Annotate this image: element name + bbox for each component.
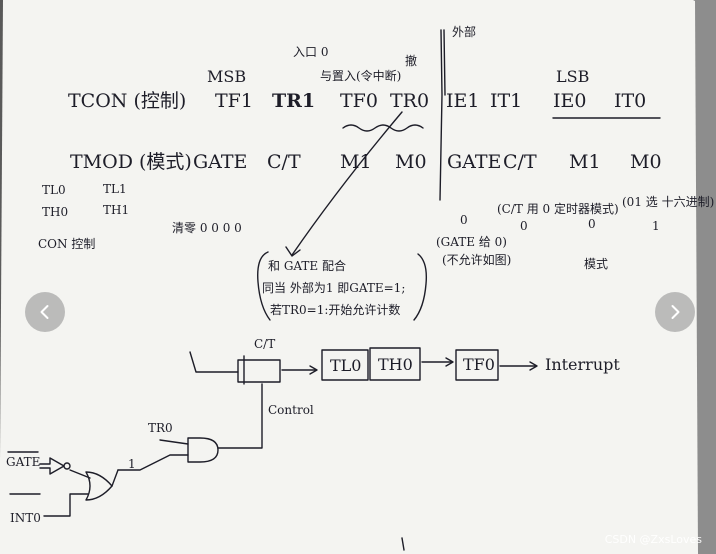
- timer-circuit-diagram: C/T TL0 TH0 TF0 Interrupt Control TR0 1: [6, 337, 620, 525]
- diagram-tl0-label: TL0: [330, 356, 361, 375]
- tcon-bit-tr0: TR0: [390, 90, 429, 112]
- mode-word: 模式: [584, 257, 608, 271]
- prev-image-button[interactable]: [25, 292, 65, 332]
- tmod-bit-ct-0: C/T: [503, 151, 537, 173]
- tcon-bit-tf1: TF1: [215, 90, 253, 112]
- diagram-control-label: Control: [268, 403, 314, 417]
- tmod-bit-m0-0: M0: [630, 151, 662, 173]
- reg-th0: TH0: [42, 205, 68, 219]
- diagram-and-gate: [187, 437, 219, 463]
- tmod-bit-m1-1: M1: [340, 151, 372, 173]
- diagram-one-label: 1: [128, 457, 136, 471]
- tcon-bit-ie1: IE1: [446, 90, 479, 112]
- tmod-label: TMOD (模式): [70, 151, 192, 173]
- bracket-line-2: 同当 外部为1 即GATE=1;: [262, 280, 405, 295]
- diagram-ct-switch: [237, 359, 281, 383]
- lsb-label: LSB: [556, 67, 589, 86]
- diagram-gate-label: GATE: [6, 455, 40, 469]
- mode-note: (01 选 十六进制): [622, 195, 714, 209]
- diagram-tf0-box: [455, 349, 499, 381]
- tr0-note-mark: 撤: [405, 53, 417, 68]
- tcon-bit-ie0: IE0: [553, 90, 586, 112]
- tcon-bit-it1: IT1: [490, 90, 522, 112]
- diagram-int0-label: INT0: [10, 511, 41, 525]
- diagram-interrupt-label: Interrupt: [545, 355, 620, 374]
- reg-th1: TH1: [103, 203, 129, 217]
- con-label: CON 控制: [38, 237, 95, 251]
- diagram-or-gate: [85, 471, 113, 501]
- zero-b: 0: [520, 219, 528, 233]
- reg-tl0: TL0: [42, 183, 66, 197]
- chevron-left-icon: [40, 305, 49, 319]
- tcon-bit-tr1: TR1: [272, 90, 315, 112]
- clear-note: 清零 0 0 0 0: [172, 221, 242, 235]
- ct-note: (C/T 用 0 定时器模式): [497, 201, 619, 216]
- tmod-bit-m0-1: M0: [395, 151, 427, 173]
- chevron-right-icon: [671, 305, 680, 319]
- zero-a: 0: [460, 213, 468, 227]
- diagram-ct-label: C/T: [254, 337, 275, 351]
- tmod-bit-gate-0: GATE: [447, 151, 501, 173]
- reg-tl1: TL1: [103, 182, 127, 196]
- tr0-arrow: [291, 111, 403, 256]
- int0-note: 入口 0: [293, 45, 328, 59]
- top-right-note: 外部: [452, 24, 476, 39]
- divider-line: [439, 29, 443, 201]
- tf0-underline-wave: [342, 124, 424, 132]
- tr0-note: 与置入(令中断): [320, 68, 401, 83]
- diagram-tl0-box: [321, 349, 369, 381]
- tmod-bit-ct-1: C/T: [267, 151, 301, 173]
- tcon-label: TCON (控制): [68, 90, 186, 112]
- tcon-bit-tf0: TF0: [340, 90, 378, 112]
- note-bracket-left: [257, 251, 271, 321]
- tmod-bit-m1-0: M1: [569, 151, 601, 173]
- bracket-line-1: 和 GATE 配合: [268, 258, 346, 273]
- bracket-line-3: 若TR0=1:开始允许计数: [270, 302, 400, 317]
- gate-note-2: (不允许如图): [442, 252, 511, 267]
- diagram-tr0-label: TR0: [148, 421, 173, 435]
- msb-label: MSB: [207, 67, 246, 86]
- diagram-tf0-label: TF0: [463, 355, 495, 374]
- one-value: 1: [652, 219, 660, 233]
- tmod-bit-gate-1: GATE: [193, 151, 247, 173]
- gate-note: (GATE 给 0): [436, 235, 507, 249]
- next-image-button[interactable]: [655, 292, 695, 332]
- diagram-th0-label: TH0: [378, 355, 413, 374]
- note-bracket-right: [413, 253, 428, 321]
- zero-c: 0: [588, 217, 596, 231]
- diagram-th0-box: [369, 347, 421, 381]
- watermark: CSDN @ZxsLoves: [604, 533, 702, 546]
- tcon-bit-it0: IT0: [614, 90, 646, 112]
